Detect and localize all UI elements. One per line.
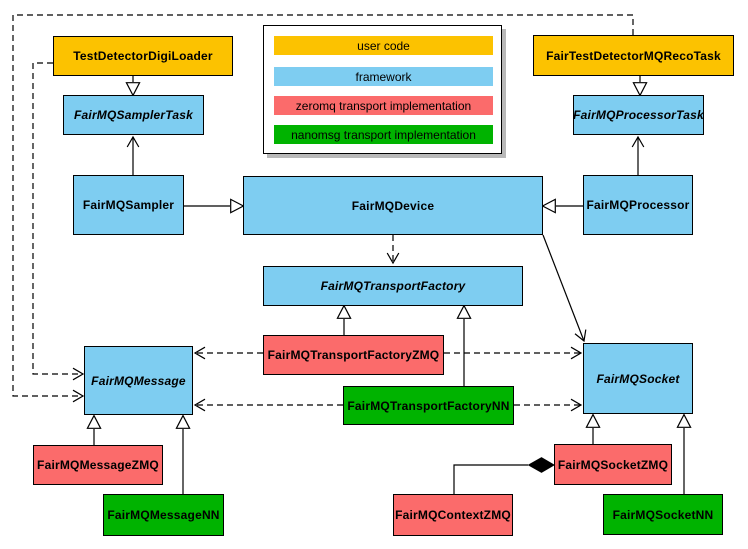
node-label: FairMQTransportFactory (320, 279, 466, 293)
node-label: TestDetectorDigiLoader (73, 49, 213, 63)
node-fairmqcontextzmq: FairMQContextZMQ (393, 494, 513, 536)
node-fairmqmessagenn: FairMQMessageNN (103, 494, 224, 536)
node-label: FairMQMessageZMQ (37, 458, 159, 472)
node-label: FairMQTransportFactoryZMQ (267, 348, 440, 362)
node-fairmqsampler: FairMQSampler (73, 175, 184, 235)
node-fairmqsamplertask: FairMQSamplerTask (63, 95, 204, 135)
node-label: FairMQSocketZMQ (557, 457, 669, 472)
node-label: FairMQMessageNN (107, 508, 220, 522)
node-label: FairMQSampler (82, 198, 175, 212)
node-fairmqtransportfactory: FairMQTransportFactory (263, 266, 523, 306)
node-label: FairMQDevice (351, 198, 435, 213)
node-label: FairMQTransportFactoryNN (347, 398, 510, 413)
node-label: FairMQProcessor (586, 198, 690, 212)
node-fairmqsocketzmq: FairMQSocketZMQ (554, 444, 672, 485)
legend-item-user-code: user code (274, 36, 493, 55)
edge-comp-socketzmq-contextzmq (453, 465, 528, 494)
node-fairmqsocketnn: FairMQSocketNN (603, 494, 723, 535)
node-fairmqmessage: FairMQMessage (84, 346, 193, 415)
node-fairmqprocessortask: FairMQProcessorTask (573, 95, 704, 135)
node-fairtestdetectormqrecotask: FairTestDetectorMQRecoTask (533, 35, 734, 76)
node-label: FairMQSocket (596, 371, 680, 386)
legend-label: zeromq transport implementation (295, 98, 472, 113)
legend-item-framework: framework (274, 67, 493, 86)
node-fairmqtransportfactorynn: FairMQTransportFactoryNN (343, 386, 514, 425)
node-fairmqtransportfactoryzmq: FairMQTransportFactoryZMQ (263, 335, 444, 375)
legend-item-zeromq: zeromq transport implementation (274, 96, 493, 115)
edge-dep-digiloader-message (32, 62, 85, 381)
node-fairmqmessagezmq: FairMQMessageZMQ (33, 445, 163, 485)
node-fairmqdevice: FairMQDevice (243, 176, 543, 235)
legend-item-nanomsg: nanomsg transport implementation (274, 125, 493, 144)
node-fairmqsocket: FairMQSocket (583, 343, 693, 414)
node-testdetectordigiloader: TestDetectorDigiLoader (53, 36, 233, 76)
legend-label: user code (357, 38, 410, 53)
node-label: FairMQMessage (91, 373, 186, 388)
legend-label: nanomsg transport implementation (291, 127, 476, 142)
edge-assoc-device-socket (542, 234, 587, 343)
node-label: FairMQSocketNN (612, 507, 714, 522)
legend: user code framework zeromq transport imp… (263, 25, 502, 154)
node-label: FairTestDetectorMQRecoTask (546, 48, 721, 63)
node-label: FairMQSamplerTask (74, 108, 193, 122)
node-label: FairMQProcessorTask (573, 108, 704, 122)
edge-dep-recotask-message (12, 14, 634, 403)
node-label: FairMQContextZMQ (395, 508, 511, 522)
node-fairmqprocessor: FairMQProcessor (583, 175, 693, 235)
legend-label: framework (355, 69, 412, 84)
